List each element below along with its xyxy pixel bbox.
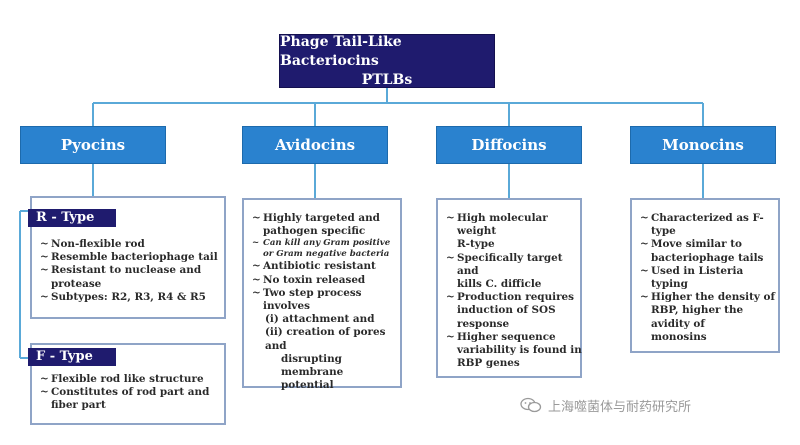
r-type-label: R - Type bbox=[28, 209, 116, 227]
list-item: monosins bbox=[651, 330, 707, 343]
list-item: RBP genes bbox=[457, 357, 520, 370]
tilde-bullet-icon: ~ bbox=[40, 264, 49, 277]
monocins-panel: ~Characterized as F-type ~Move similar t… bbox=[630, 198, 780, 353]
tilde-bullet-icon: ~ bbox=[252, 212, 261, 224]
list-item: pathogen specific bbox=[263, 225, 366, 238]
root-node: Phage Tail-Like Bacteriocins PTLBs bbox=[279, 34, 495, 88]
list-item: R-type bbox=[457, 238, 495, 251]
list-item: (i) attachment and bbox=[265, 313, 375, 326]
list-item: ~Higher sequence bbox=[446, 330, 556, 343]
avidocins-list: ~Highly targeted and pathogen specific ~… bbox=[252, 212, 402, 392]
list-item: protease bbox=[51, 277, 102, 290]
list-item: fiber part bbox=[51, 399, 106, 412]
diffocins-list: ~High molecular weight R-type ~Specifica… bbox=[446, 212, 582, 370]
f-type-label: F - Type bbox=[28, 348, 116, 366]
tilde-bullet-icon: ~ bbox=[40, 238, 49, 250]
list-item: ~No toxin released bbox=[252, 273, 366, 286]
tilde-bullet-icon: ~ bbox=[640, 264, 649, 277]
f-type-list: ~Flexible rod like structure ~Constitute… bbox=[40, 373, 226, 413]
list-item: ~Can kill any Gram positive bbox=[252, 238, 391, 249]
list-item: ~Highly targeted and bbox=[252, 212, 380, 224]
list-item: ~Non-flexible rod bbox=[40, 238, 145, 250]
list-item: ~Characterized as F-type bbox=[640, 212, 764, 238]
list-item: kills C. difficle bbox=[457, 278, 542, 291]
category-diffocins: Diffocins bbox=[436, 126, 582, 164]
tilde-bullet-icon: ~ bbox=[40, 386, 49, 399]
avidocins-panel: ~Highly targeted and pathogen specific ~… bbox=[242, 198, 402, 391]
list-item: response bbox=[457, 317, 510, 330]
diffocins-panel: ~High molecular weight R-type ~Specifica… bbox=[436, 198, 582, 378]
tilde-bullet-icon: ~ bbox=[252, 286, 261, 299]
tilde-bullet-icon: ~ bbox=[640, 291, 649, 304]
list-item: typing bbox=[651, 278, 688, 291]
list-item: ~Resemble bacteriophage tail bbox=[40, 251, 218, 264]
tilde-bullet-icon: ~ bbox=[40, 251, 49, 264]
tilde-bullet-icon: ~ bbox=[252, 238, 260, 249]
wechat-icon bbox=[520, 397, 542, 413]
tilde-bullet-icon: ~ bbox=[40, 373, 49, 385]
list-item: induction of SOS bbox=[457, 304, 556, 317]
list-item: ~Subtypes: R2, R3, R4 & R5 bbox=[40, 290, 206, 303]
list-item: variability is found in bbox=[457, 344, 582, 357]
tilde-bullet-icon: ~ bbox=[252, 273, 261, 286]
tilde-bullet-icon: ~ bbox=[252, 260, 261, 273]
list-item: or Gram negative bacteria bbox=[263, 249, 390, 260]
tilde-bullet-icon: ~ bbox=[446, 291, 455, 304]
list-item: RBP, higher the avidity of bbox=[651, 304, 744, 330]
list-item: ~Flexible rod like structure bbox=[40, 373, 204, 385]
list-item: ~Specifically target and bbox=[446, 251, 563, 277]
list-item: (ii) creation of pores and bbox=[265, 326, 386, 352]
list-item: ~Constitutes of rod part and bbox=[40, 386, 210, 399]
list-item: ~Antibiotic resistant bbox=[252, 260, 376, 273]
monocins-list: ~Characterized as F-type ~Move similar t… bbox=[640, 212, 780, 344]
list-item: ~Production requires bbox=[446, 291, 575, 304]
list-item: ~High molecular weight bbox=[446, 212, 548, 238]
tilde-bullet-icon: ~ bbox=[640, 212, 649, 224]
tilde-bullet-icon: ~ bbox=[40, 290, 49, 303]
list-item: disrupting membrane bbox=[281, 352, 344, 379]
watermark-text: 上海噬菌体与耐药研究所 bbox=[548, 400, 692, 415]
list-item: bacteriophage tails bbox=[651, 251, 764, 264]
list-item: ~Two step process involves bbox=[252, 286, 362, 313]
tilde-bullet-icon: ~ bbox=[640, 238, 649, 251]
category-pyocins: Pyocins bbox=[20, 126, 166, 164]
list-item: ~Move similar to bbox=[640, 238, 742, 251]
category-avidocins: Avidocins bbox=[242, 126, 388, 164]
tilde-bullet-icon: ~ bbox=[446, 251, 455, 264]
tilde-bullet-icon: ~ bbox=[446, 212, 455, 224]
root-title: Phage Tail-Like Bacteriocins bbox=[280, 33, 402, 69]
list-item: ~Higher the density of bbox=[640, 291, 775, 304]
category-monocins: Monocins bbox=[630, 126, 776, 164]
tilde-bullet-icon: ~ bbox=[446, 330, 455, 343]
root-subtitle: PTLBs bbox=[361, 71, 413, 88]
list-item: ~Used in Listeria bbox=[640, 264, 744, 277]
list-item: ~Resistant to nuclease and bbox=[40, 264, 202, 277]
r-type-list: ~Non-flexible rod ~Resemble bacteriophag… bbox=[40, 238, 226, 304]
list-item: potential bbox=[281, 379, 334, 392]
